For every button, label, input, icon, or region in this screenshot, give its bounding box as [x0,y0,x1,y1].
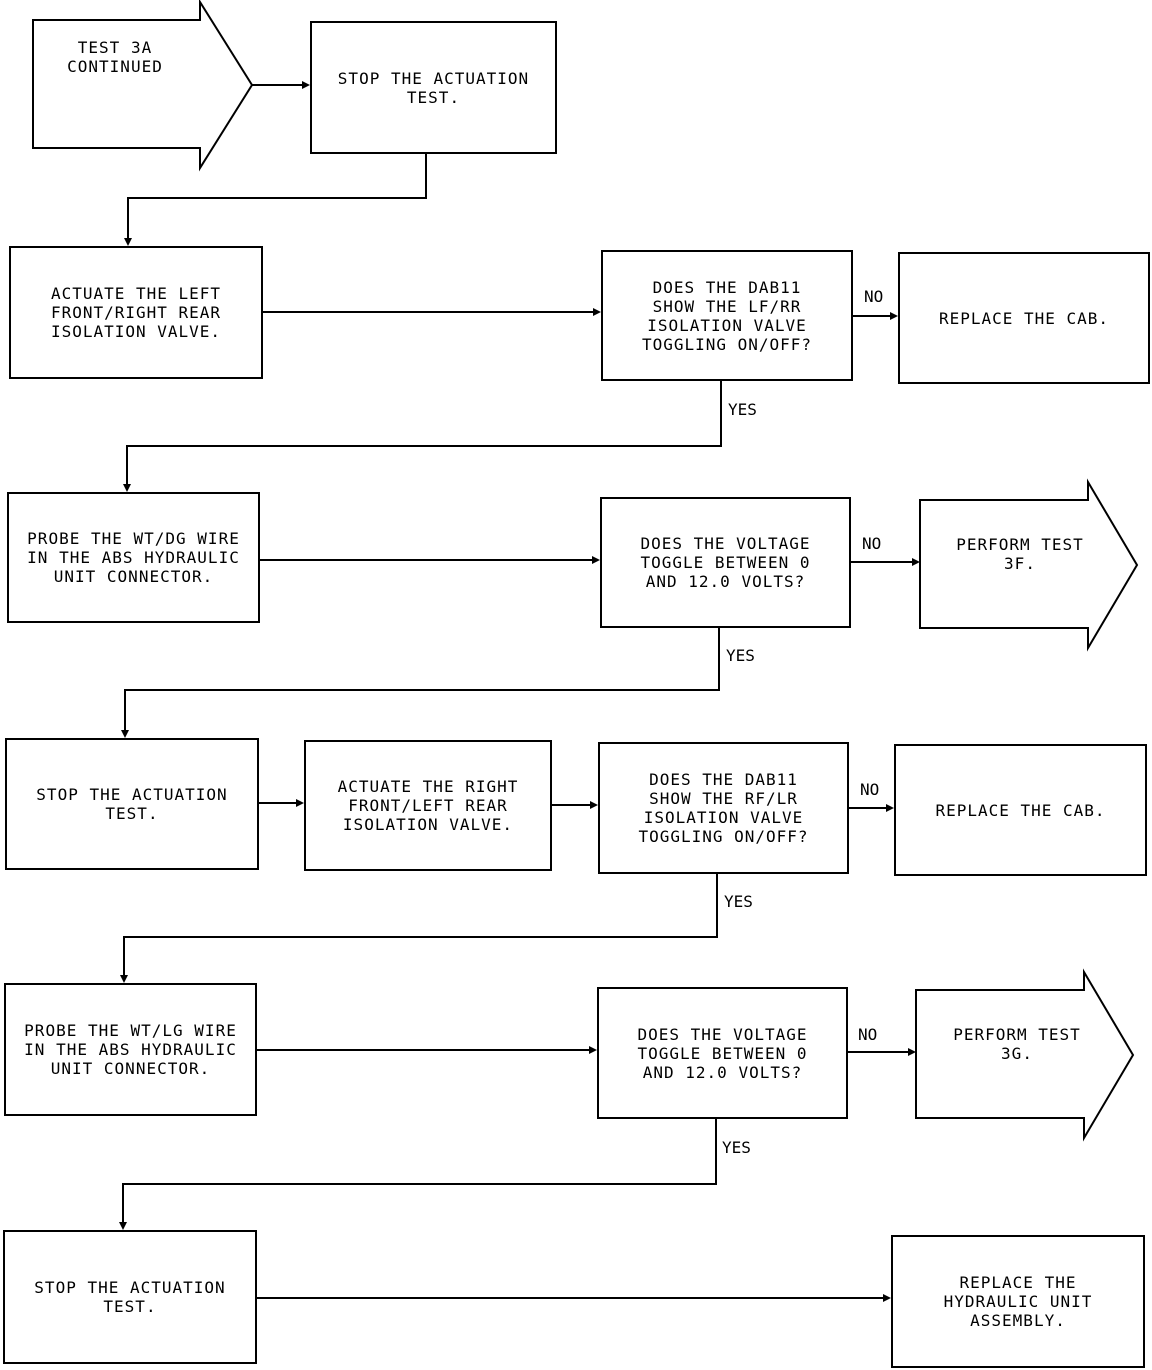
voltage-decision-2: DOES THE VOLTAGE TOGGLE BETWEEN 0 AND 12… [597,987,848,1119]
replace-cab-label: REPLACE THE CAB. [935,800,1106,820]
edge-label-yes: YES [726,646,755,665]
dab-rf-lr-decision: DOES THE DAB11 SHOW THE RF/LR ISOLATION … [598,742,849,874]
replace-cab-step-2: REPLACE THE CAB. [894,744,1147,876]
start-connector-label: TEST 3A CONTINUED [67,38,163,76]
voltage-question-1: DOES THE VOLTAGE TOGGLE BETWEEN 0 AND 12… [640,534,811,591]
start-arrow-shape [32,0,254,172]
edge-label-yes: YES [728,400,757,419]
probe-wt-dg-label: PROBE THE WT/DG WIRE IN THE ABS HYDRAULI… [27,529,240,586]
stop-actuation-label: STOP THE ACTUATION TEST. [337,68,530,107]
edge-label-no: NO [864,287,884,306]
stop-actuation-label: STOP THE ACTUATION TEST. [34,1278,226,1316]
perform-test-3g-label: PERFORM TEST 3G. [953,1025,1081,1063]
actuate-rf-lr-step: ACTUATE THE RIGHT FRONT/LEFT REAR ISOLAT… [304,740,552,871]
edge-label-no: NO [862,534,882,553]
dab-rf-lr-question: DOES THE DAB11 SHOW THE RF/LR ISOLATION … [638,770,809,846]
probe-wt-lg-label: PROBE THE WT/LG WIRE IN THE ABS HYDRAULI… [24,1021,237,1078]
edge-label-yes: YES [724,892,753,911]
dab-lf-rr-decision: DOES THE DAB11 SHOW THE LF/RR ISOLATION … [601,250,853,381]
perform-3f-arrow-shape [919,478,1139,652]
edge-label-no: NO [858,1025,878,1044]
replace-cab-step-1: REPLACE THE CAB. [898,252,1150,384]
replace-cab-label: REPLACE THE CAB. [938,308,1110,328]
stop-actuation-step-3: STOP THE ACTUATION TEST. [3,1230,257,1364]
replace-hydraulic-unit-step: REPLACE THE HYDRAULIC UNIT ASSEMBLY. [891,1235,1145,1368]
voltage-decision-1: DOES THE VOLTAGE TOGGLE BETWEEN 0 AND 12… [600,497,851,628]
actuate-lf-rr-label: ACTUATE THE LEFT FRONT/RIGHT REAR ISOLAT… [50,284,222,341]
probe-wt-dg-step: PROBE THE WT/DG WIRE IN THE ABS HYDRAULI… [7,492,260,623]
actuate-rf-lr-label: ACTUATE THE RIGHT FRONT/LEFT REAR ISOLAT… [337,777,519,834]
dab-lf-rr-question: DOES THE DAB11 SHOW THE LF/RR ISOLATION … [641,277,813,354]
voltage-question-2: DOES THE VOLTAGE TOGGLE BETWEEN 0 AND 12… [637,1024,808,1082]
replace-hydraulic-unit-label: REPLACE THE HYDRAULIC UNIT ASSEMBLY. [943,1273,1093,1330]
edge-label-yes: YES [722,1138,751,1157]
edge-label-no: NO [860,780,880,799]
stop-actuation-label: STOP THE ACTUATION TEST. [36,785,228,823]
perform-test-3f-label: PERFORM TEST 3F. [956,535,1084,573]
stop-actuation-step-1: STOP THE ACTUATION TEST. [310,21,557,154]
perform-3g-arrow-shape [915,968,1135,1142]
actuate-lf-rr-step: ACTUATE THE LEFT FRONT/RIGHT REAR ISOLAT… [9,246,263,379]
probe-wt-lg-step: PROBE THE WT/LG WIRE IN THE ABS HYDRAULI… [4,983,257,1116]
stop-actuation-step-2: STOP THE ACTUATION TEST. [5,738,259,870]
